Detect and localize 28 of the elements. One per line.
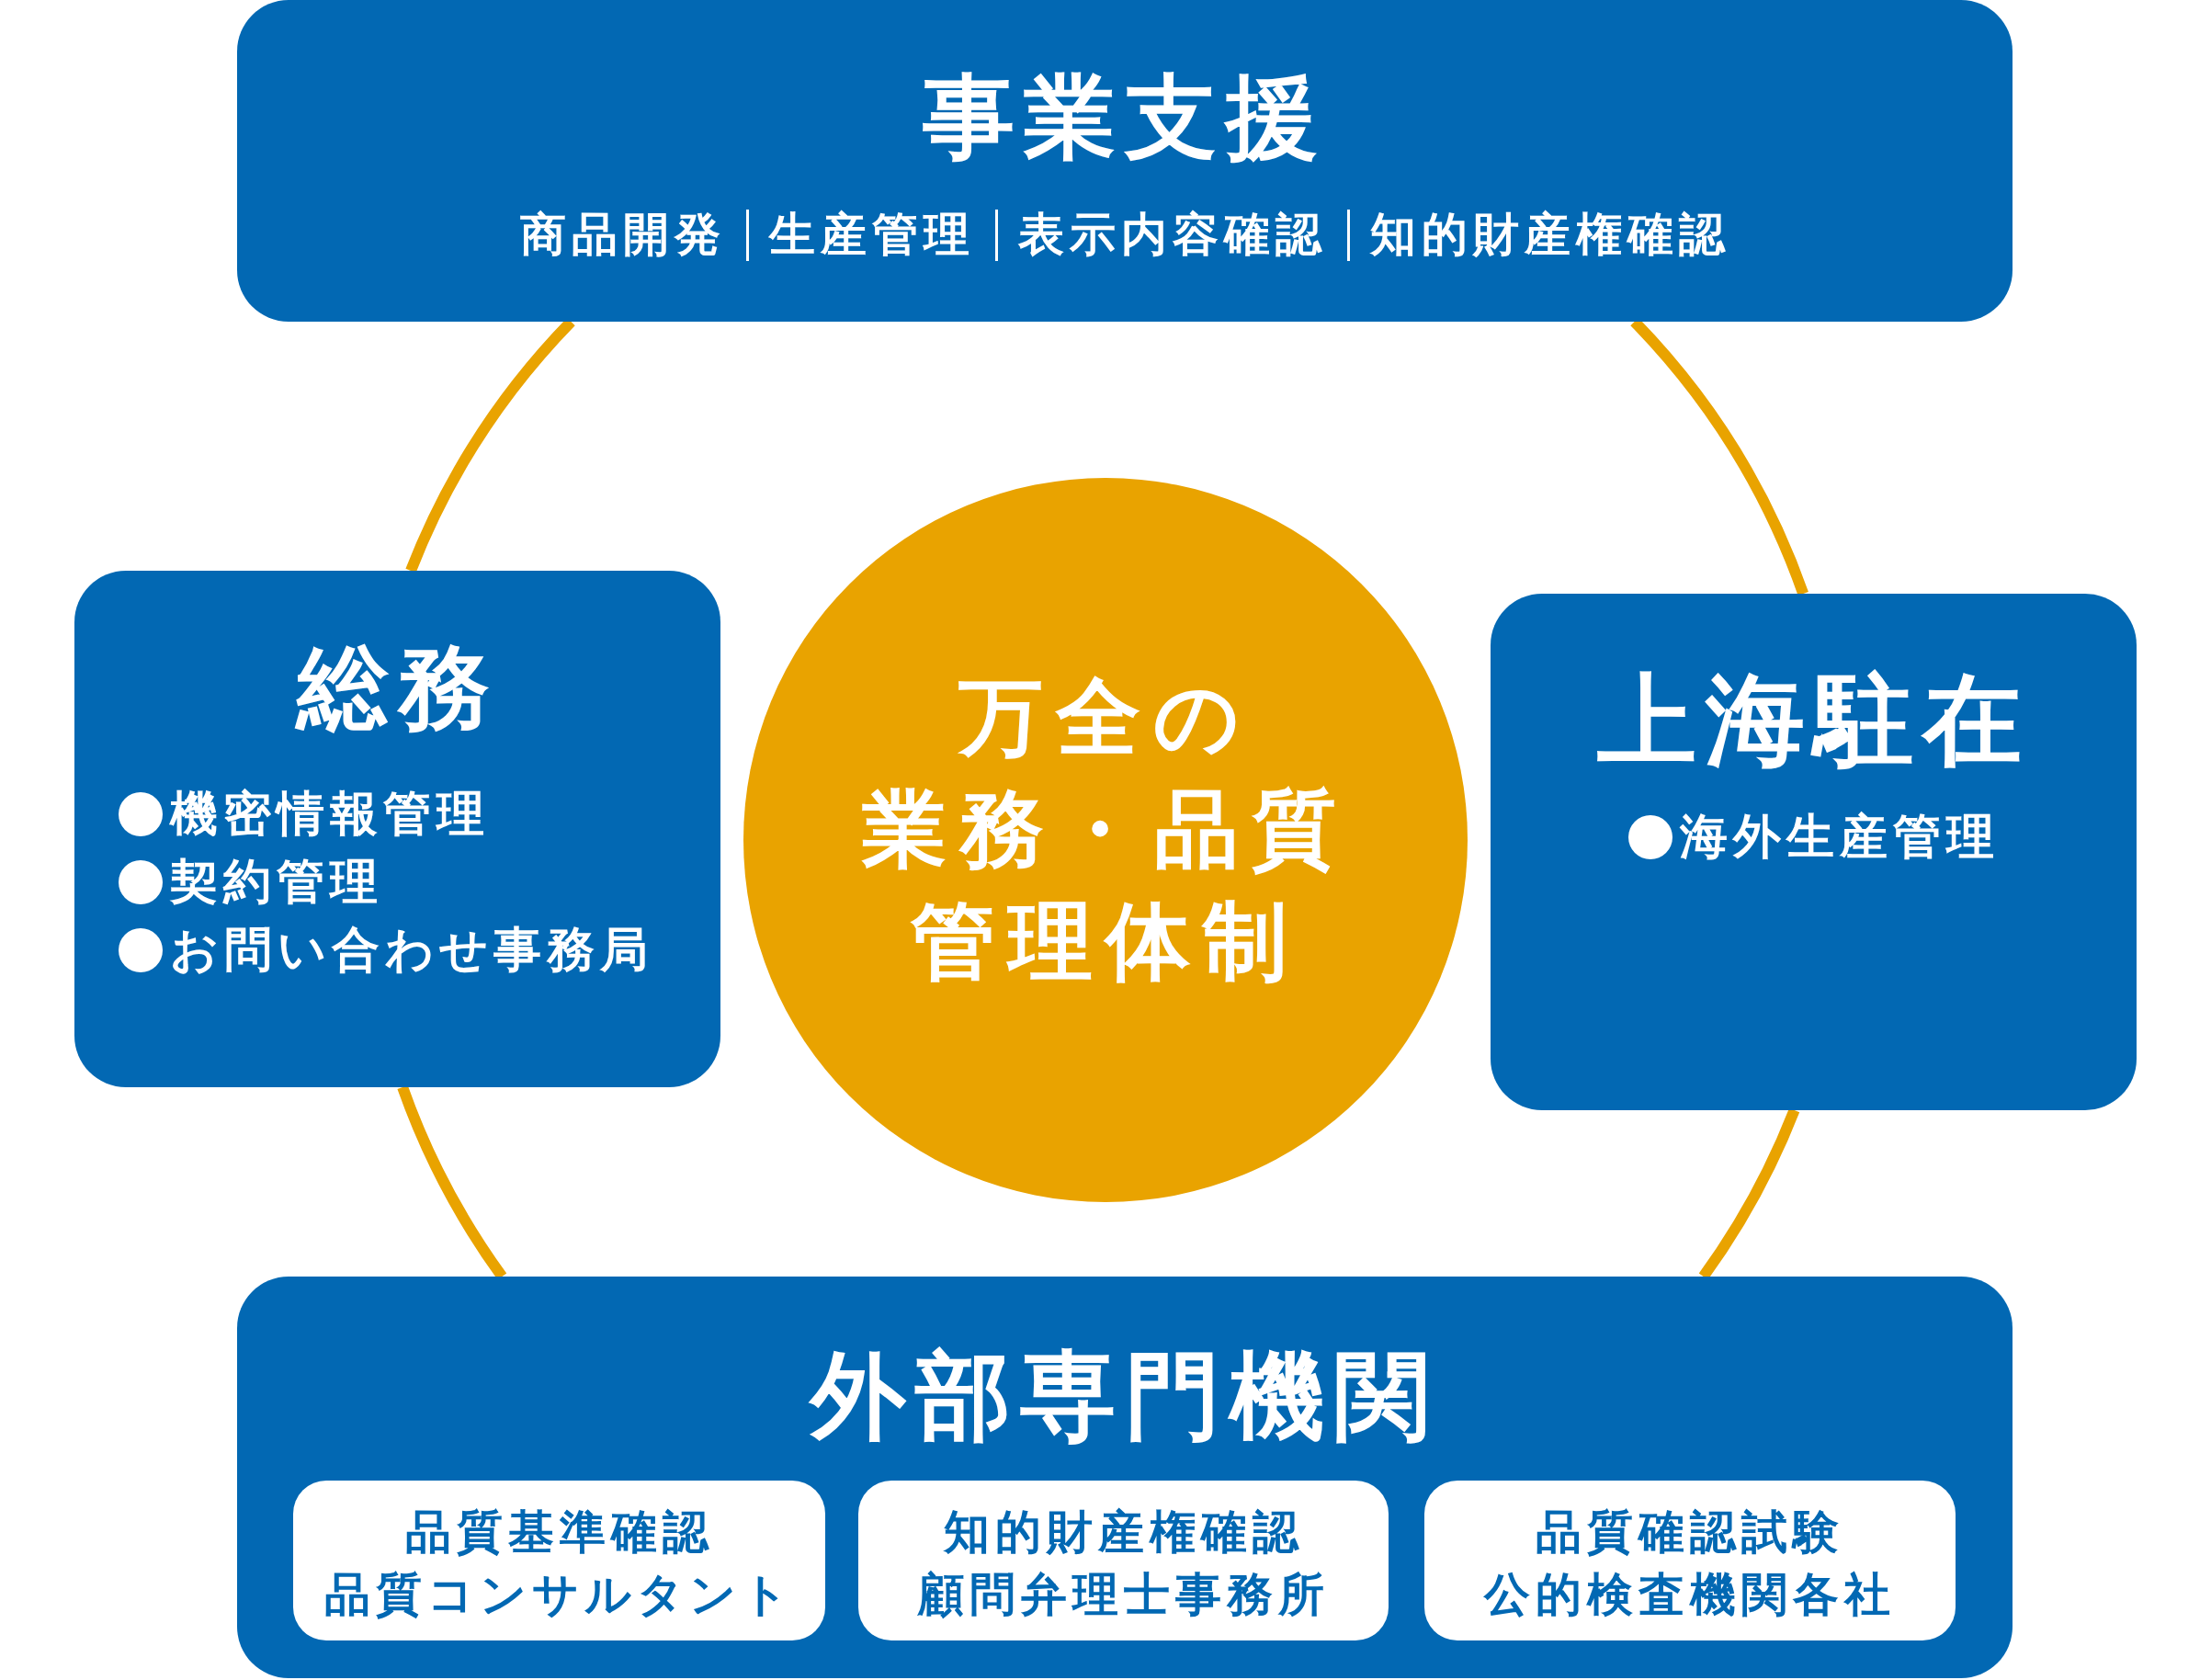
- box-text: 品質確認試験: [1536, 1504, 1844, 1561]
- box-text: 知的財産権確認: [943, 1504, 1304, 1561]
- item-text: 商品開発: [519, 207, 726, 263]
- center-text: 業務・品質: [862, 779, 1349, 880]
- box-text: 公的検査機関各社: [1484, 1567, 1896, 1623]
- item-text: 表示内容確認: [1017, 207, 1327, 263]
- list-item: お問い合わせ事務局: [170, 921, 653, 979]
- list-item: 海外生産管理: [1679, 808, 2000, 866]
- info-box: [858, 1481, 1389, 1640]
- section-box: [237, 1277, 2013, 1678]
- item-text: 生産管理: [768, 207, 975, 263]
- section-box: [74, 571, 720, 1087]
- section-box: [1491, 594, 2137, 1110]
- heading: 事業支援: [922, 62, 1328, 173]
- list-item: 機密情報管理: [170, 785, 490, 843]
- heading: 上海駐在: [1595, 662, 2032, 779]
- section-box: [237, 0, 2013, 322]
- box-text: 品質コンサルタント: [324, 1567, 794, 1623]
- box-text: 品質基準確認: [404, 1504, 714, 1561]
- item-text: 知的財産権確認: [1369, 207, 1730, 263]
- box-text: 顧問弁理士事務所: [917, 1567, 1330, 1623]
- center-text: 管理体制: [911, 891, 1300, 993]
- heading: 総務: [294, 633, 500, 744]
- list-item: 契約管理: [170, 853, 383, 911]
- info-box: [293, 1481, 825, 1640]
- heading: 外部専門機関: [808, 1339, 1440, 1454]
- info-box: [1424, 1481, 1956, 1640]
- center-text: 万全の: [958, 667, 1253, 768]
